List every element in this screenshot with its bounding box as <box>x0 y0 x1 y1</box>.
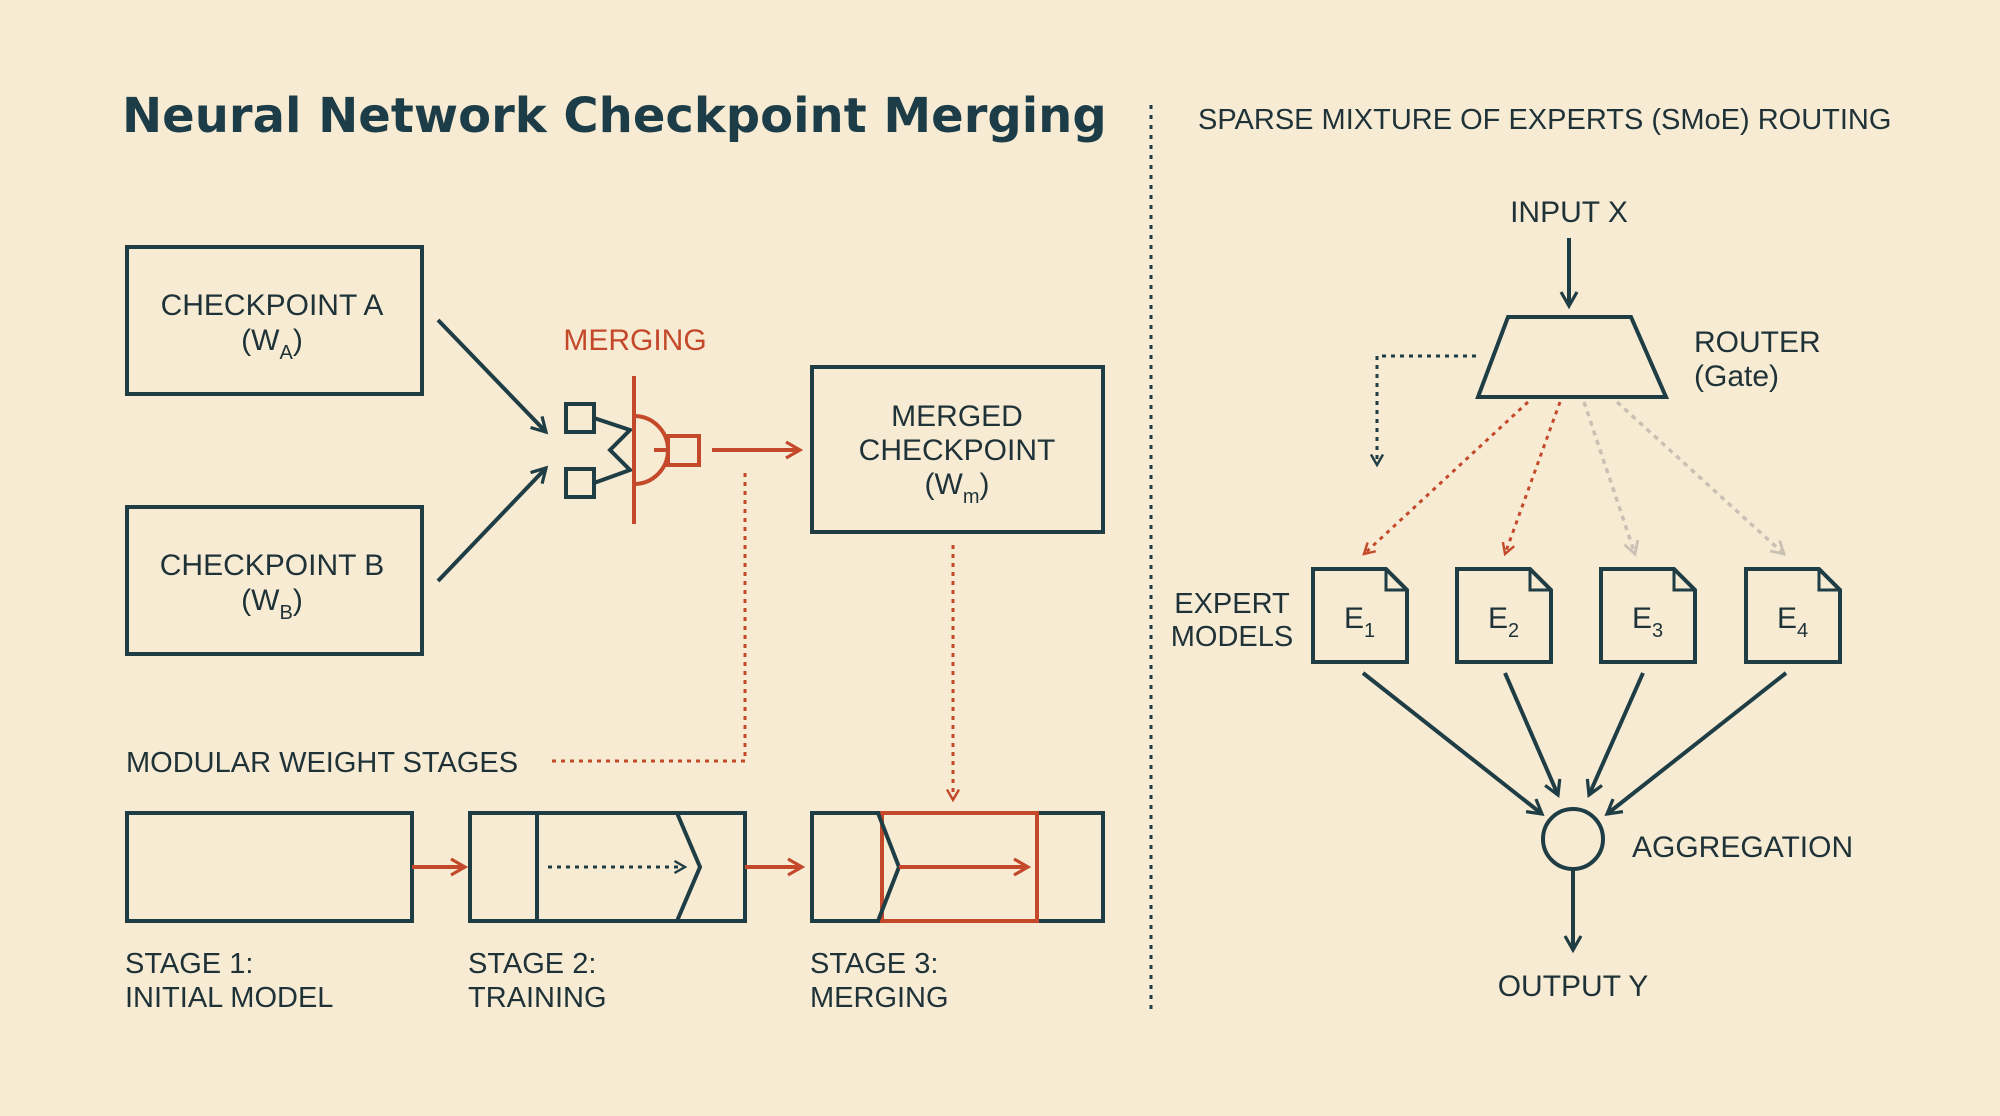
aggregation-label: AGGREGATION <box>1632 831 1853 864</box>
stage-1-box <box>125 811 414 923</box>
stages-heading: MODULAR WEIGHT STAGES <box>126 747 518 779</box>
expert-e2: E2 <box>1455 567 1553 664</box>
arrow-e3-to-aggregation <box>1585 672 1645 798</box>
expert-models-label-line1: EXPERT <box>1174 588 1290 620</box>
checkpoint-b-weight: (WB) <box>241 584 303 624</box>
expert-models-label-line2: MODELS <box>1171 621 1293 653</box>
stage-2-box <box>468 811 747 923</box>
expert-e4: E4 <box>1744 567 1842 664</box>
input-label: INPUT X <box>1510 196 1628 229</box>
router-label-line2: (Gate) <box>1694 360 1779 393</box>
merged-label-line2: CHECKPOINT <box>859 434 1056 467</box>
expert-e4-label: E4 <box>1777 602 1808 642</box>
router-label-line1: ROUTER <box>1694 326 1821 359</box>
arrow-a-to-merge <box>436 318 549 435</box>
arrow-e1-to-aggregation <box>1361 671 1545 816</box>
route-arrow-e3 <box>1582 401 1640 557</box>
expert-e1: E1 <box>1311 567 1409 664</box>
router-dotted-feedback-arrow <box>1369 354 1476 468</box>
expert-e3-label: E3 <box>1632 602 1663 642</box>
merged-checkpoint-box: MERGED CHECKPOINT (Wm) <box>810 365 1105 534</box>
stage-3-box <box>810 811 1105 923</box>
stage-3-label-line1: STAGE 3: <box>810 948 938 980</box>
output-label: OUTPUT Y <box>1498 970 1649 1003</box>
arrow-b-to-merge <box>436 465 549 583</box>
stage-1-label-line2: INITIAL MODEL <box>125 982 333 1014</box>
stage-3-label-line2: MERGING <box>810 982 949 1014</box>
expert-e1-label: E1 <box>1344 602 1375 642</box>
expert-e3: E3 <box>1599 567 1697 664</box>
checkpoint-a-label: CHECKPOINT A <box>161 289 384 322</box>
right-panel-title: SPARSE MIXTURE OF EXPERTS (SMoE) ROUTING <box>1198 104 1891 136</box>
checkpoint-a-weight: (WA) <box>241 324 303 364</box>
merge-node-icon <box>564 376 701 524</box>
stage-1-label-line1: STAGE 1: <box>125 948 253 980</box>
checkpoint-b-label: CHECKPOINT B <box>160 549 385 582</box>
route-arrow-e4 <box>1615 400 1787 556</box>
left-panel-title: Neural Network Checkpoint Merging <box>122 88 1107 144</box>
checkpoint-a-box: CHECKPOINT A (WA) <box>125 245 424 396</box>
checkpoint-b-box: CHECKPOINT B (WB) <box>125 505 424 656</box>
route-arrow-e2 <box>1501 401 1562 557</box>
merged-weight: (Wm) <box>925 468 990 508</box>
stage-2-label-line1: STAGE 2: <box>468 948 596 980</box>
stage-2-label-line2: TRAINING <box>468 982 607 1014</box>
merging-label: MERGING <box>563 324 706 357</box>
merged-label-line1: MERGED <box>891 400 1023 433</box>
dotted-connector-stages-to-merge <box>552 468 747 763</box>
aggregation-node <box>1541 807 1605 871</box>
arrow-e2-to-aggregation <box>1503 672 1562 798</box>
arrow-e4-to-aggregation <box>1604 671 1788 816</box>
route-arrow-e1 <box>1362 400 1530 556</box>
router-gate-shape <box>1475 315 1670 399</box>
expert-e2-label: E2 <box>1488 602 1519 642</box>
